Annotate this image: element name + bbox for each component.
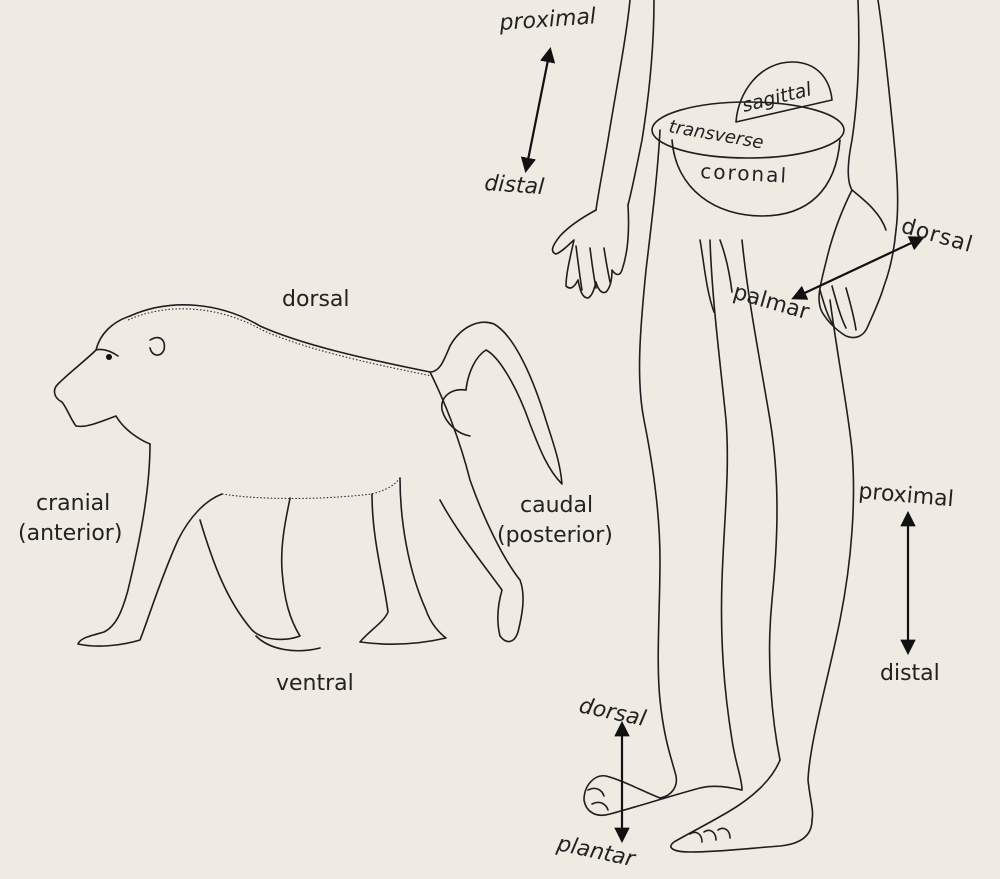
label-posterior: (posterior) [497, 523, 613, 548]
label-cranial: cranial [36, 491, 110, 516]
label-proximal-right: proximal [857, 479, 954, 512]
label-palmar: palmar [730, 280, 812, 326]
arrow-dorsal-palmar-hand [794, 238, 922, 298]
baboon-back [130, 305, 450, 372]
baboon-back-fur [128, 309, 432, 376]
human-right-arm [848, 0, 897, 230]
human-right-leg [742, 240, 854, 820]
baboon-rump [442, 390, 470, 436]
label-plantar: plantar [554, 831, 639, 872]
label-transverse-plane: transverse [667, 116, 765, 153]
baboon-head [55, 316, 150, 444]
human-crotch [700, 240, 732, 312]
baboon-figure [55, 305, 562, 651]
baboon-hind-leg [360, 372, 523, 644]
label-distal-top: distal [484, 171, 545, 200]
human-left-fingers [576, 246, 610, 290]
human-left-toes [588, 788, 608, 810]
label-ventral: ventral [276, 671, 354, 696]
label-caudal: caudal [520, 493, 593, 518]
baboon-tail [450, 322, 562, 484]
label-dorsal-hand: dorsal [898, 214, 976, 258]
label-dorsal-foot: dorsal [577, 693, 648, 731]
human-right-foot [671, 760, 812, 852]
baboon-ear [150, 338, 164, 355]
label-dorsal-baboon: dorsal [282, 287, 350, 312]
human-right-hand [819, 190, 896, 338]
baboon-belly-fur [222, 478, 400, 499]
baboon-eye [106, 354, 112, 360]
human-left-leg [640, 130, 742, 798]
arrow-proximal-distal-top [526, 50, 550, 170]
human-right-fingers [820, 286, 856, 330]
label-distal-right: distal [880, 661, 940, 686]
human-left-arm [596, 0, 654, 210]
label-anterior: (anterior) [18, 521, 122, 546]
label-proximal-top: proximal [498, 4, 597, 36]
label-coronal-plane: coronal [700, 159, 789, 188]
